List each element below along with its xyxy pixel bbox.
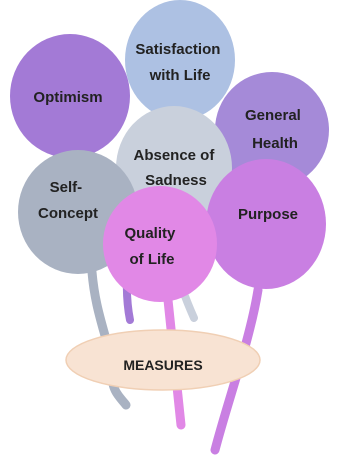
- balloon-absence-of-sadness-line-1: Absence of: [133, 147, 215, 164]
- balloon-general-health-label: General Health: [245, 107, 305, 152]
- measures-base: MEASURES: [65, 329, 261, 391]
- balloon-satisfaction-label: Satisfaction with Life: [135, 41, 224, 84]
- balloon-self-concept-label: Self- Concept: [38, 179, 98, 222]
- balloon-purpose: Purpose: [206, 159, 326, 289]
- balloon-quality-of-life: Quality of Life: [103, 186, 217, 302]
- balloon-general-health-line-1: General: [245, 107, 301, 124]
- balloon-satisfaction-line-1: Satisfaction: [135, 41, 220, 58]
- balloon-quality-of-life-line-1: Quality: [124, 225, 176, 242]
- balloon-general-health-body: [215, 72, 329, 188]
- balloon-quality-of-life-label: Quality of Life: [124, 225, 179, 268]
- balloon-purpose-label: Purpose: [238, 206, 298, 223]
- balloon-general-health: General Health: [215, 72, 329, 188]
- balloon-satisfaction-line-2: with Life: [149, 67, 211, 84]
- balloon-self-concept-line-1: Self-: [50, 179, 83, 196]
- balloon-optimism-body: [10, 34, 130, 158]
- balloon-quality-of-life-body: [103, 186, 217, 302]
- balloon-self-concept-line-2: Concept: [38, 205, 98, 222]
- measures-ellipse: [65, 329, 261, 391]
- balloon-optimism-label: Optimism: [33, 89, 102, 106]
- balloon-satisfaction-body: [125, 0, 235, 120]
- balloon-absence-of-sadness-label: Absence of Sadness: [133, 147, 218, 189]
- measures-label: MEASURES: [123, 357, 202, 373]
- balloon-satisfaction: Satisfaction with Life: [125, 0, 235, 128]
- balloon-optimism: Optimism: [10, 34, 130, 158]
- balloon-absence-of-sadness-line-2: Sadness: [145, 172, 207, 189]
- balloon-purpose-body: [206, 159, 326, 289]
- balloon-quality-of-life-line-2: of Life: [130, 251, 175, 268]
- balloon-general-health-line-2: Health: [252, 135, 298, 152]
